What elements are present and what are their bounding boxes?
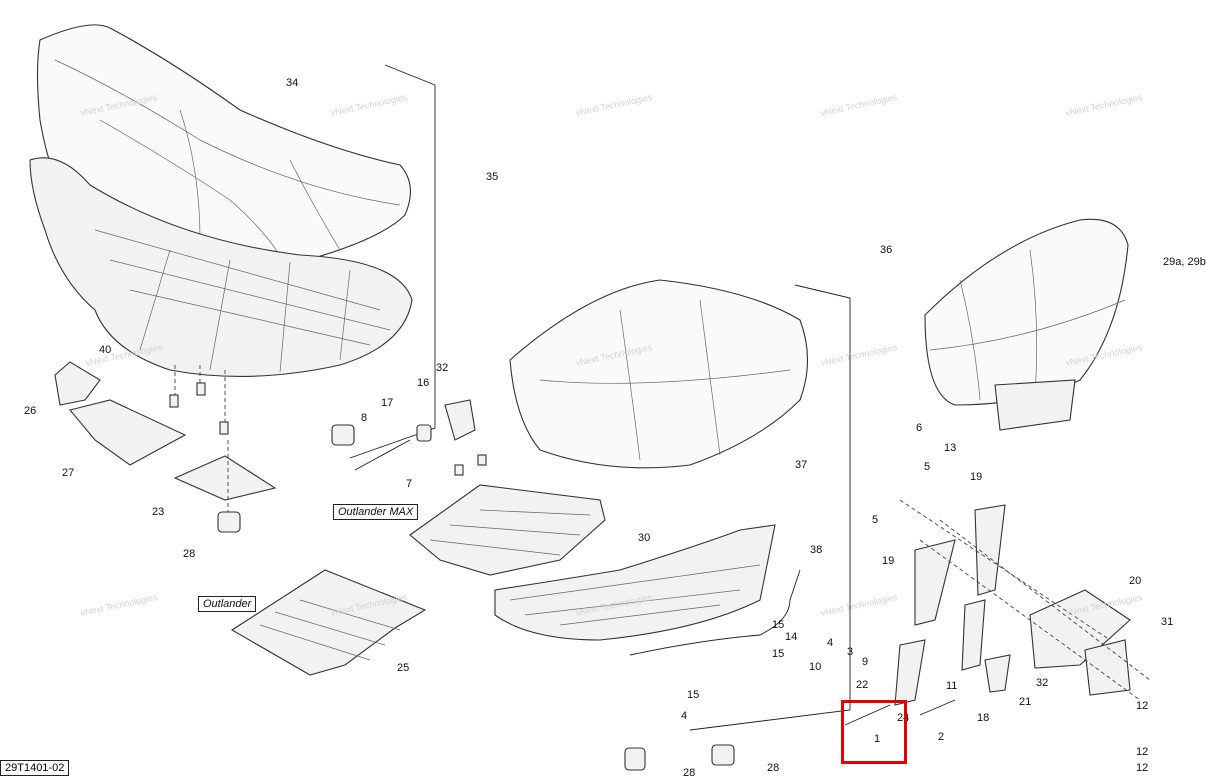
callout-12: 12 [1136,762,1149,774]
callout-9: 9 [862,656,869,668]
callout-14: 14 [785,631,798,643]
passenger-seat [509,279,809,469]
callout-12: 12 [1136,746,1149,758]
callout-8: 8 [361,412,368,424]
callout-26: 26 [24,405,37,417]
callout-4: 4 [681,710,688,722]
callout-17: 17 [381,397,394,409]
callout-15: 15 [772,648,785,660]
seat-base [29,157,413,377]
callout-5: 5 [872,514,879,526]
callout-15: 15 [772,619,785,631]
callout-15: 15 [687,689,700,701]
callout-27: 27 [62,467,75,479]
backrest-assembly [844,218,1151,726]
callout-40: 40 [99,344,112,356]
callout-2: 2 [938,731,945,743]
variant-label-outlander-max: Outlander MAX [333,504,419,520]
bracket-lines [349,64,851,731]
callout-7: 7 [406,478,413,490]
outlander-max-panel [409,484,606,576]
callout-4: 4 [827,637,834,649]
callout-31: 31 [1161,616,1174,628]
outlander-panel [230,569,427,676]
left-small-parts [54,361,277,533]
callout-32: 32 [436,362,449,374]
callout-16: 16 [417,377,430,389]
document-id: 29T1401-02 [0,760,70,776]
callout-21: 21 [1019,696,1032,708]
callout-19: 19 [882,555,895,567]
callout-34: 34 [286,77,299,89]
callout-6: 6 [916,422,923,434]
callout-19: 19 [970,471,983,483]
callout-3: 3 [847,646,854,658]
callout-38: 38 [810,544,823,556]
callout-25: 25 [397,662,410,674]
callout-13: 13 [944,442,957,454]
callout-12: 12 [1136,700,1149,712]
callout-23: 23 [152,506,165,518]
callout-29: 29a, 29b [1163,256,1206,268]
middle-hardware [331,399,735,771]
variant-label-outlander: Outlander [198,596,257,612]
callout-36: 36 [880,244,893,256]
callout-28: 28 [767,762,780,774]
callout-28: 28 [683,767,696,779]
callout-22: 22 [856,679,869,691]
callout-11: 11 [946,680,958,692]
callout-5: 5 [924,461,931,473]
callout-30: 30 [638,532,651,544]
callout-35: 35 [486,171,499,183]
callout-10: 10 [809,661,822,673]
callout-37: 37 [795,459,808,471]
callout-18: 18 [977,712,990,724]
callout-32: 32 [1036,677,1049,689]
rear-tray [494,524,801,656]
callout-28: 28 [183,548,196,560]
highlight-box [841,700,907,764]
callout-20: 20 [1129,575,1142,587]
callout-1: 1 [874,733,881,745]
